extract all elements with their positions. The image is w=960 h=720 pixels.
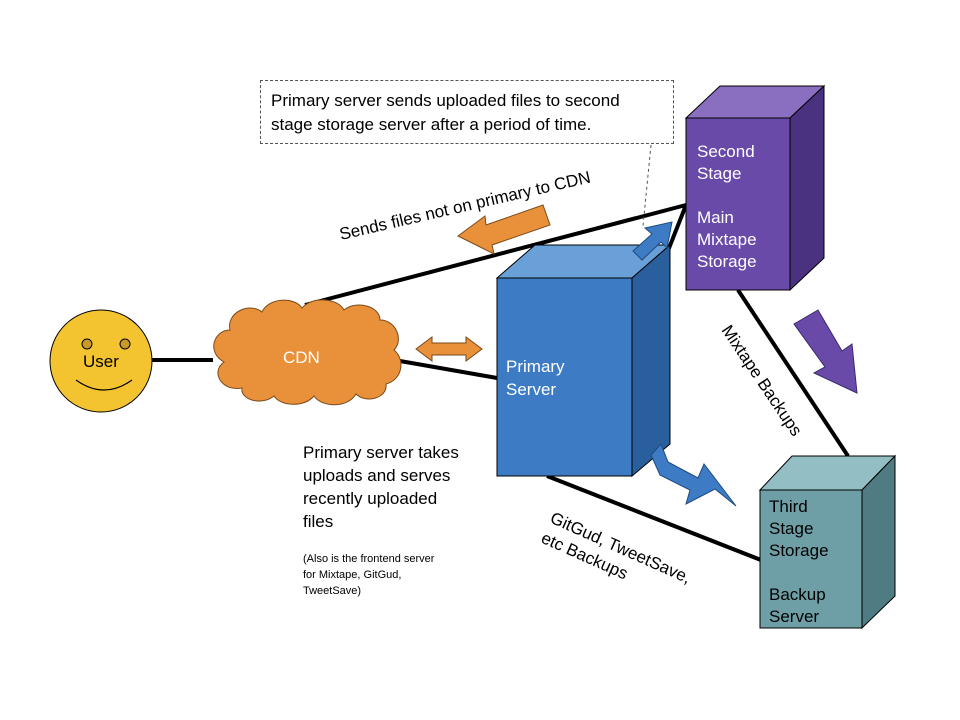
- send-to-cdn-arrow-icon: [457, 204, 551, 255]
- cdn-primary-line: [399, 359, 498, 380]
- second-stage-side: [789, 84, 825, 292]
- third-stage-label-1: Third: [769, 497, 808, 516]
- third-stage-node[interactable]: Third Stage Storage Backup Server: [758, 454, 897, 630]
- primary-description-line-3: recently uploaded: [303, 489, 438, 508]
- primary-description: Primary server takes uploads and serves …: [303, 441, 503, 533]
- user-node[interactable]: User: [49, 309, 153, 413]
- cdn-node[interactable]: CDN: [213, 299, 402, 406]
- primary-server-label-2: Server: [506, 380, 556, 399]
- user-label: User: [83, 352, 119, 371]
- second-stage-label-1: Second: [697, 142, 755, 161]
- primary-description-line-4: files: [303, 512, 334, 531]
- primary-third-line: [546, 474, 767, 564]
- primary-description-small: (Also is the frontend server for Mixtape…: [303, 551, 503, 599]
- user-right-eye-icon: [119, 338, 131, 350]
- cdn-second-stage-line: [304, 203, 687, 307]
- primary-description-small-line-3: TweetSave): [303, 585, 362, 597]
- note-connector: [642, 144, 652, 227]
- second-stage-front: [685, 117, 791, 291]
- mixtape-backups-label: Mixtape Backups: [718, 322, 806, 440]
- primary-description-small-line-2: for Mixtape, GitGud,: [303, 569, 402, 581]
- second-to-third-arrow-icon: [793, 309, 858, 394]
- cdn-cloud-icon: [213, 299, 402, 406]
- third-stage-label-3: Storage: [769, 541, 829, 560]
- primary-server-side: [631, 243, 671, 478]
- cdn-primary-double-arrow-icon: [415, 336, 483, 362]
- third-stage-label-6: Server: [769, 607, 819, 626]
- user-smile-icon: [75, 379, 133, 391]
- cdn-label: CDN: [283, 348, 320, 367]
- user-face: [49, 309, 153, 413]
- second-stage-note: Primary server sends uploaded files to s…: [260, 80, 674, 144]
- third-stage-front: [759, 489, 863, 629]
- second-stage-note-line-1: Primary server sends uploaded files to s…: [271, 91, 620, 110]
- primary-description-line-1: Primary server takes: [303, 443, 459, 462]
- second-stage-node[interactable]: Second Stage Main Mixtape Storage: [684, 84, 826, 292]
- second-stage-label-4: Main: [697, 208, 734, 227]
- third-stage-label-5: Backup: [769, 585, 826, 604]
- second-stage-note-line-2: stage storage server after a period of t…: [271, 115, 592, 134]
- user-left-eye-icon: [81, 338, 93, 350]
- primary-to-second-arrow-icon: [632, 221, 673, 261]
- second-third-line: [736, 288, 850, 458]
- second-stage-label-2: Stage: [697, 164, 741, 183]
- second-stage-label-6: Storage: [697, 252, 757, 271]
- primary-to-third-arrow-icon: [650, 443, 737, 507]
- primary-server-node[interactable]: Primary Server: [495, 243, 672, 478]
- primary-server-front: [496, 277, 633, 477]
- primary-description-line-2: uploads and serves: [303, 466, 451, 485]
- second-stage-label-5: Mixtape: [697, 230, 757, 249]
- primary-description-small-line-1: (Also is the frontend server: [303, 553, 435, 565]
- primary-server-label-1: Primary: [506, 357, 565, 376]
- third-stage-label-2: Stage: [769, 519, 813, 538]
